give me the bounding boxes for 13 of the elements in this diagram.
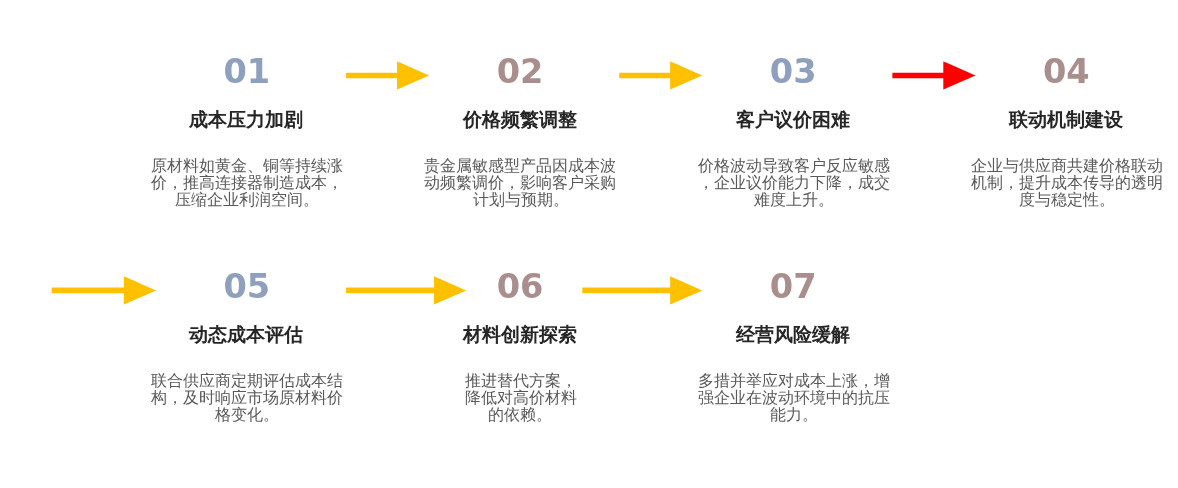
arrow [582, 275, 703, 304]
node-text: 05 动态成本评估 联合供应商定期评估成本结构，及时响应市场原材料价格变化。 [151, 266, 344, 424]
node-text: 03 客户议价困难 价格波动导致客户反应敏感，企业议价能力下降，成交难度上升。 [697, 51, 890, 209]
arrow [346, 275, 467, 304]
node-text: 06 材料创新探索 推进替代方案，降低对高价材料的依赖。 [462, 266, 577, 424]
arrow [346, 60, 430, 90]
arrow [51, 275, 157, 304]
arrow [892, 60, 976, 90]
arrow [619, 60, 703, 90]
node-text: 07 经营风险缓解 多措并举应对成本上涨，增强企业在波动环境中的抗压能力。 [697, 266, 890, 424]
node-text: 02 价格频繁调整 贵金属敏感型产品因成本波动频繁调价，影响客户采购计划与预期。 [424, 51, 617, 209]
node-text: 01 成本压力加剧 原材料如黄金、铜等持续涨价，推高连接器制造成本，压缩企业利润空间。 [151, 51, 344, 209]
node-text: 04 联动机制建设 企业与供应商共建价格联动机制，提升成本传导的透明度与稳定性。 [970, 51, 1163, 209]
